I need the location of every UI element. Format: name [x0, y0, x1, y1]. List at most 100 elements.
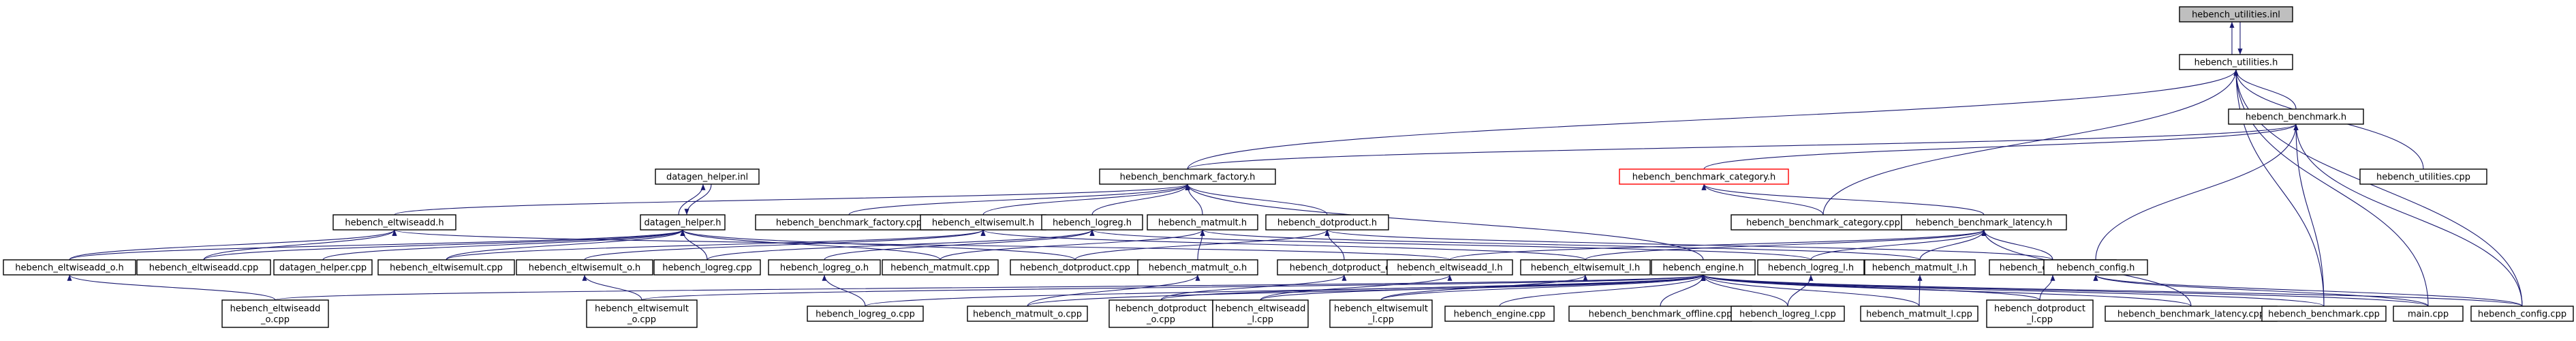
edge-eltwisemult-cpp-to-datagen-h [446, 229, 685, 261]
node-logreg-l-cpp[interactable]: hebench_logreg_l.cpp [1731, 306, 1845, 322]
node-label: hebench_dotproduct.cpp [1020, 263, 1130, 273]
node-label: hebench_matmult_l.h [1872, 263, 1968, 273]
node-label: datagen_helper.inl [666, 173, 748, 183]
node-eltwiseadd-h[interactable]: hebench_eltwiseadd.h [332, 214, 456, 231]
node-eltwisemult-l-cpp[interactable]: hebench_eltwisemult_l.cpp [1329, 299, 1433, 328]
node-label: hebench_utilities.cpp [2376, 173, 2470, 183]
edge-benchmark-cpp-to-benchmark-h [2293, 123, 2325, 307]
node-label: _o.cpp [627, 315, 656, 325]
nodes-layer: hebench_utilities.inl hebench_utilities.h… [3, 6, 2574, 328]
node-logreg-l-h[interactable]: hebench_logreg_l.h [1757, 259, 1865, 276]
edge-logreg-l-h-to-logreg-h [1089, 229, 1812, 261]
node-latency-cpp[interactable]: hebench_benchmark_latency.cpp [2105, 306, 2278, 322]
node-label: hebench_matmult_o.h [1149, 263, 1247, 273]
node-dotproduct-o-cpp[interactable]: hebench_dotproduct_o.cpp [1108, 299, 1213, 328]
node-label: hebench_benchmark_factory.h [1120, 173, 1256, 183]
edge-eltwiseadd-cpp-to-eltwiseadd-h [203, 229, 397, 261]
edge-matmult-o-cpp-to-matmult-o-h [1027, 274, 1200, 307]
edge-eltwiseadd-h-to-factory-h [394, 183, 1190, 216]
node-utilities-cpp[interactable]: hebench_utilities.cpp [2359, 168, 2487, 185]
node-label: hebench_eltwisemult [1334, 304, 1428, 314]
node-dotproduct-cpp[interactable]: hebench_dotproduct.cpp [1010, 259, 1140, 276]
node-label: hebench_matmult.cpp [890, 263, 990, 273]
node-logreg-o-h[interactable]: hebench_logreg_o.h [768, 259, 881, 276]
node-latency-h[interactable]: hebench_benchmark_latency.h [1901, 214, 2067, 231]
node-eltwiseadd-o-h[interactable]: hebench_eltwiseadd_o.h [3, 259, 136, 276]
node-config-h[interactable]: hebench_config.h [2043, 259, 2148, 276]
edge-datagen-inl-to-datagen-h [684, 183, 712, 216]
node-engine-cpp[interactable]: hebench_engine.cpp [1444, 306, 1555, 322]
node-datagen-inl[interactable]: datagen_helper.inl [655, 168, 760, 185]
edge-eltwiseadd-o-h-to-datagen-h [69, 229, 685, 261]
node-label: hebench_benchmark.h [2246, 113, 2346, 123]
node-engine-h[interactable]: hebench_engine.h [1651, 259, 1756, 276]
node-eltwiseadd-l-cpp[interactable]: hebench_eltwiseadd_l.cpp [1212, 299, 1309, 328]
node-box [1520, 259, 1651, 276]
node-utilities-h[interactable]: hebench_utilities.h [2179, 54, 2293, 70]
edge-latency-h-to-category-h [1701, 183, 1985, 216]
node-datagen-h[interactable]: datagen_helper.h [640, 214, 726, 231]
node-box [1265, 214, 1389, 231]
node-eltwisemult-h[interactable]: hebench_eltwisemult.h [920, 214, 1046, 231]
node-eltwiseadd-o-cpp[interactable]: hebench_eltwiseadd_o.cpp [221, 299, 329, 328]
node-logreg-h[interactable]: hebench_logreg.h [1041, 214, 1143, 231]
node-eltwisemult-o-cpp[interactable]: hebench_eltwisemult_o.cpp [586, 299, 698, 328]
node-box [2261, 306, 2387, 322]
edge-dotproduct-l-cpp-to-dotproduct-l-h [2039, 274, 2055, 301]
edge-matmult-l-cpp-to-matmult-l-h [1917, 274, 1923, 307]
node-factory-h[interactable]: hebench_benchmark_factory.h [1099, 168, 1276, 185]
node-matmult-h[interactable]: hebench_matmult.h [1147, 214, 1258, 231]
node-eltwisemult-l-h[interactable]: hebench_eltwisemult_l.h [1520, 259, 1651, 276]
node-matmult-l-h[interactable]: hebench_matmult_l.h [1864, 259, 1976, 276]
node-benchmark-cpp[interactable]: hebench_benchmark.cpp [2261, 306, 2387, 322]
node-label: hebench_eltwiseadd.cpp [149, 263, 259, 273]
node-label: hebench_benchmark_latency.cpp [2117, 310, 2265, 320]
node-eltwisemult-cpp[interactable]: hebench_eltwisemult.cpp [377, 259, 515, 276]
edge-main-cpp-to-utilities-h [2233, 69, 2429, 307]
node-box [807, 306, 924, 322]
node-box [967, 306, 1088, 322]
node-category-cpp[interactable]: hebench_benchmark_category.cpp [1731, 214, 1916, 231]
node-label: _l.cpp [2026, 315, 2053, 325]
node-box [1137, 259, 1258, 276]
node-label: hebench_benchmark_latency.h [1916, 218, 2053, 228]
node-box [1619, 168, 1789, 185]
node-matmult-o-h[interactable]: hebench_matmult_o.h [1137, 259, 1258, 276]
edge-engine-cpp-to-engine-h [1499, 274, 1706, 307]
edge-eltwiseadd-l-h-to-latency-h [1449, 229, 1987, 261]
node-label: hebench_logreg.cpp [662, 263, 752, 273]
node-benchmark-h[interactable]: hebench_benchmark.h [2228, 108, 2364, 125]
edge-latency-cpp-to-engine-h [1701, 274, 2192, 307]
node-label: hebench_utilities.inl [2192, 10, 2280, 20]
node-config-cpp[interactable]: hebench_config.cpp [2470, 306, 2574, 322]
node-eltwiseadd-cpp[interactable]: hebench_eltwiseadd.cpp [136, 259, 271, 276]
edges-layer [67, 21, 2523, 307]
node-eltwisemult-o-h[interactable]: hebench_eltwisemult_o.h [516, 259, 653, 276]
node-main-cpp[interactable]: main.cpp [2393, 306, 2464, 322]
node-matmult-l-cpp[interactable]: hebench_matmult_l.cpp [1860, 306, 1978, 322]
node-label: hebench_benchmark_category.h [1632, 173, 1775, 183]
node-matmult-o-cpp[interactable]: hebench_matmult_o.cpp [967, 306, 1088, 322]
node-label: hebench_eltwiseadd [230, 304, 321, 314]
node-box [1444, 306, 1555, 322]
node-label: hebench_utilities.h [2194, 58, 2278, 68]
node-label: hebench_eltwisemult_l.h [1531, 263, 1640, 273]
edge-dotproduct-l-h-to-latency-h [1981, 229, 2053, 261]
edge-dotproduct-cpp-to-dotproduct-h [1074, 229, 1330, 261]
node-box [1864, 259, 1976, 276]
node-datagen-cpp[interactable]: datagen_helper.cpp [273, 259, 373, 276]
node-dotproduct-l-cpp[interactable]: hebench_dotproduct_l.cpp [1986, 299, 2094, 328]
node-dotproduct-o-h[interactable]: hebench_dotproduct_o.h [1277, 259, 1412, 276]
node-matmult-cpp[interactable]: hebench_matmult.cpp [882, 259, 999, 276]
edge-dotproduct-l-cpp-to-engine-h [1701, 274, 2040, 301]
node-eltwiseadd-l-h[interactable]: hebench_eltwiseadd_l.h [1386, 259, 1513, 276]
node-offline-cpp[interactable]: hebench_benchmark_offline.cpp [1568, 306, 1752, 322]
node-utilities-inl[interactable]: hebench_utilities.inl [2179, 6, 2293, 23]
node-logreg-cpp[interactable]: hebench_logreg.cpp [653, 259, 761, 276]
node-dotproduct-h[interactable]: hebench_dotproduct.h [1265, 214, 1389, 231]
node-category-h[interactable]: hebench_benchmark_category.h [1619, 168, 1789, 185]
node-factory-cpp[interactable]: hebench_benchmark_factory.cpp [755, 214, 943, 231]
edge-eltwisemult-o-cpp-to-eltwisemult-o-h [582, 274, 642, 301]
node-logreg-o-cpp[interactable]: hebench_logreg_o.cpp [807, 306, 924, 322]
